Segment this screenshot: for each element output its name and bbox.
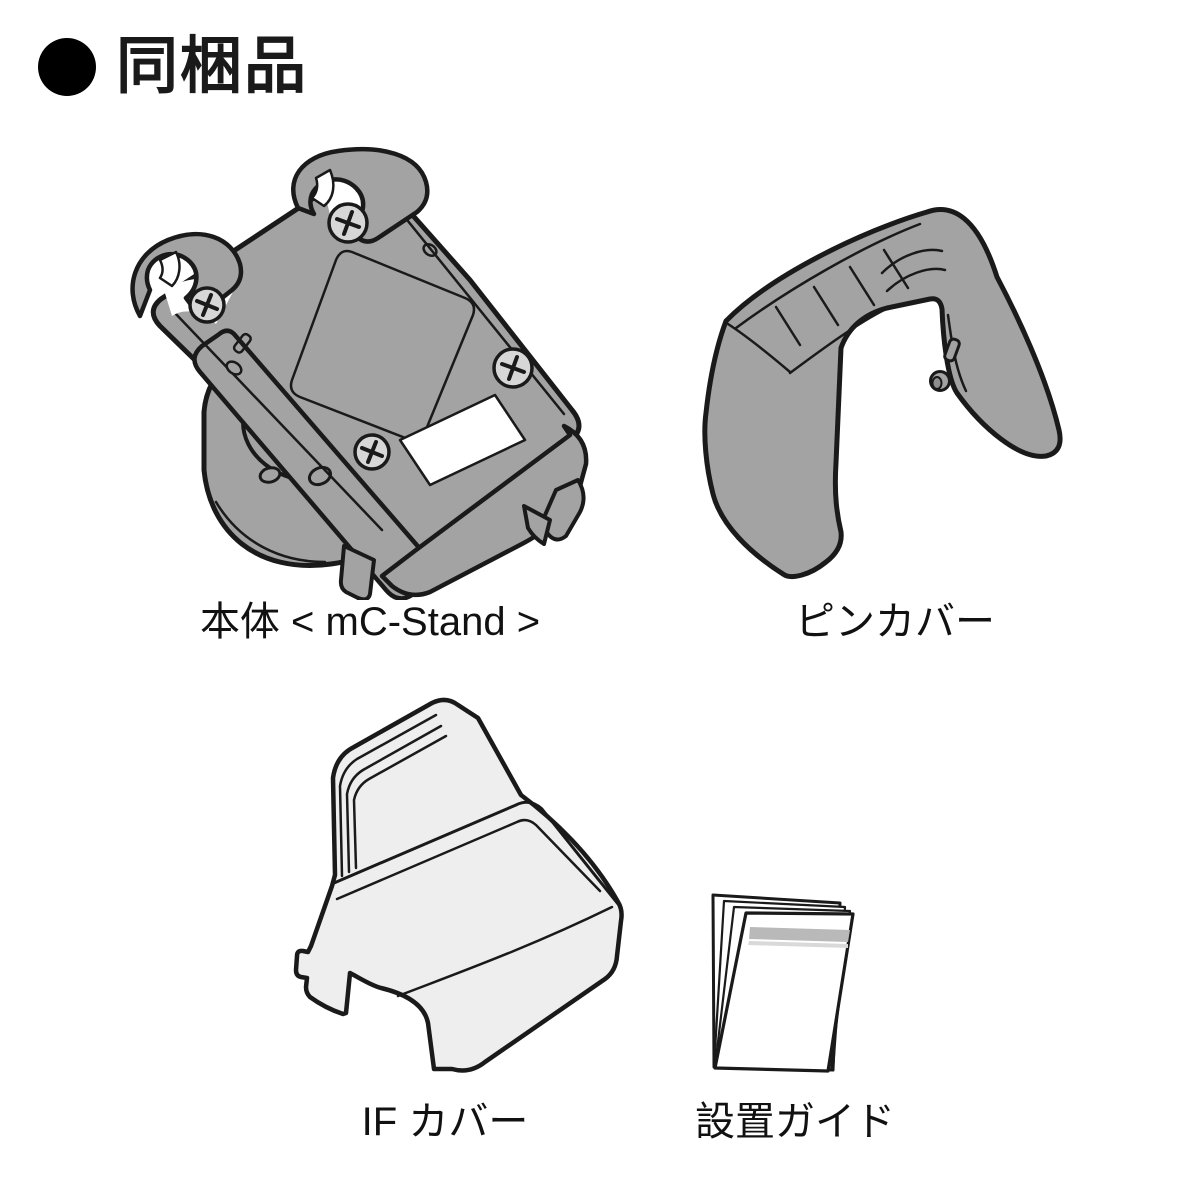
screw-icon xyxy=(353,433,391,471)
guide-title-stripe xyxy=(749,927,850,942)
if-cover-body xyxy=(293,697,624,1073)
item-figure-if-cover xyxy=(280,690,660,1100)
pin-cover-illustration xyxy=(702,207,1063,579)
item-label-pin-cover: ピンカバー xyxy=(795,600,995,644)
stand-slot-detail xyxy=(232,332,252,354)
stand-rim-bracket xyxy=(379,423,589,598)
bullet-icon xyxy=(38,38,96,96)
pin-cover-ribs xyxy=(774,248,947,347)
screw-icon xyxy=(492,347,534,389)
stand-label-sticker xyxy=(398,393,527,487)
stand-side-fin xyxy=(522,504,552,546)
if-cover-backrest-edges xyxy=(338,713,448,878)
item-label-main-unit: 本体 < mC-Stand > xyxy=(199,600,541,644)
screw-icon xyxy=(188,286,226,324)
item-label-setup-guide: 設置ガイド xyxy=(695,1100,895,1144)
installation-guide-illustration xyxy=(711,893,855,1073)
item-figure-main-unit xyxy=(120,140,620,600)
if-cover-illustration xyxy=(293,697,624,1073)
screw-icon xyxy=(327,202,369,244)
guide-front-cover xyxy=(713,911,855,1073)
guide-title-stripe-thin xyxy=(748,941,848,948)
item-figure-pin-cover xyxy=(690,195,1075,590)
section-title: 同梱品 xyxy=(116,32,309,101)
section-header: 同梱品 xyxy=(38,36,308,98)
mc-stand-illustration xyxy=(130,146,589,600)
item-label-if-cover: IF カバー xyxy=(361,1100,529,1144)
pin-cover-body xyxy=(702,207,1063,579)
pin-cover-slot xyxy=(943,337,961,363)
stand-bottom-tab xyxy=(338,544,376,600)
item-figure-setup-guide xyxy=(700,885,865,1080)
